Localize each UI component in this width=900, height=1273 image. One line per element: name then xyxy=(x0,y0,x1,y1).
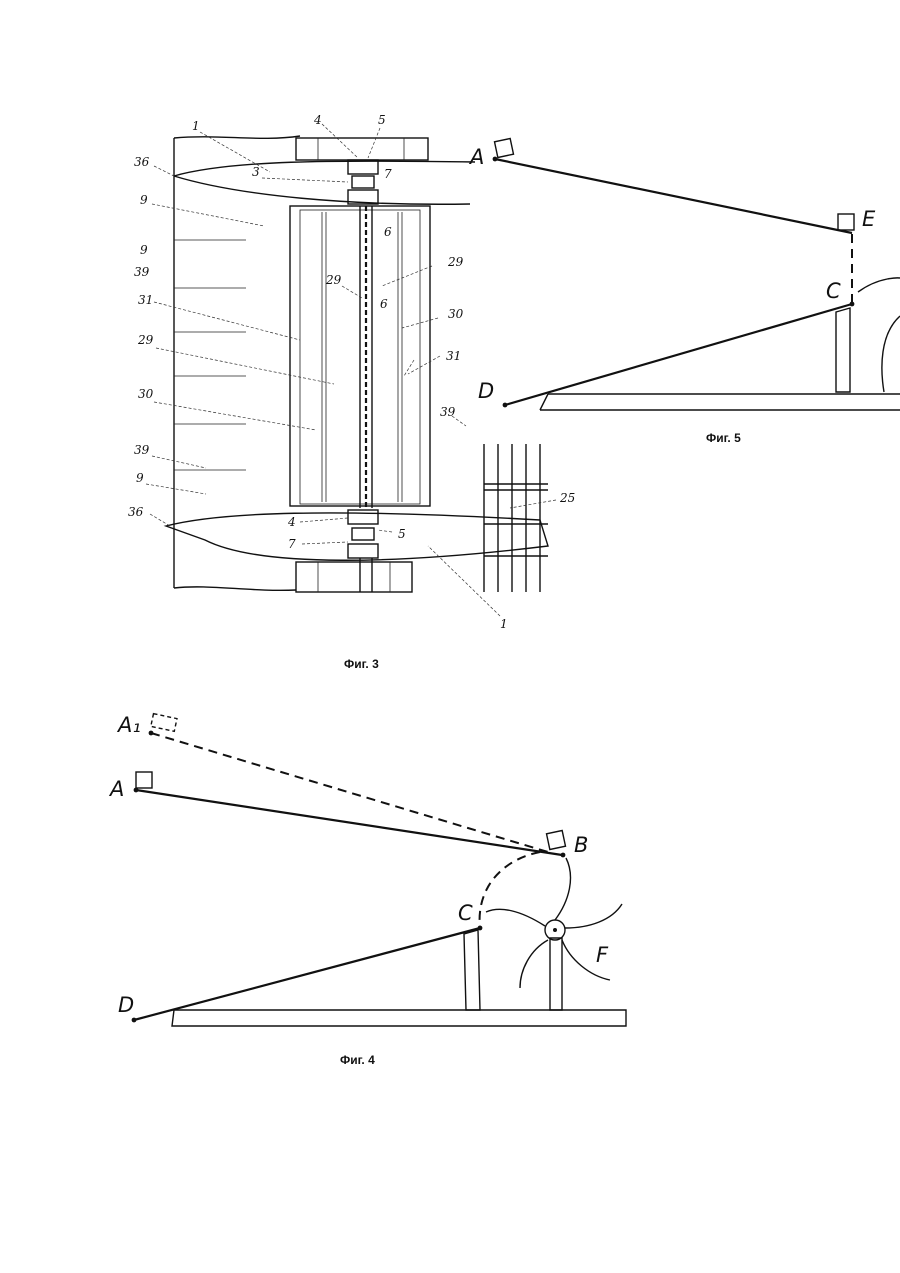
figure-4-caption: Фиг. 4 xyxy=(340,1053,375,1067)
ref-1-top: 1 xyxy=(192,119,200,133)
point-d-fig4: D xyxy=(118,993,134,1017)
point-a1: A₁ xyxy=(116,713,141,737)
point-a-fig4: A xyxy=(108,777,124,801)
point-b: B xyxy=(574,833,588,857)
ref-30-b: 30 xyxy=(138,387,154,401)
point-c-fig5: C xyxy=(826,279,841,303)
point-f: F xyxy=(596,943,609,967)
ref-29-b: 29 xyxy=(447,255,464,269)
point-e: E xyxy=(862,207,876,231)
ref-6-b: 6 xyxy=(380,297,388,311)
ref-5-top: 5 xyxy=(378,113,386,127)
figure-3: 1 4 5 36 3 7 9 6 9 39 29 29 31 6 30 29 3… xyxy=(128,113,575,671)
ref-9-a: 9 xyxy=(140,193,148,207)
point-d-fig5: D xyxy=(478,379,494,403)
figure-4: A₁ A B C D F Фиг. 4 xyxy=(108,713,626,1067)
ref-30-a: 30 xyxy=(448,307,464,321)
top-blade-upper-edge xyxy=(174,161,475,176)
ref-9-c: 9 xyxy=(136,471,144,485)
cable-c-d-fig5 xyxy=(505,304,852,405)
ref-4-top: 4 xyxy=(313,113,322,127)
rotor-blades xyxy=(486,858,622,988)
ref-4-bottom: 4 xyxy=(287,515,296,529)
ref-1-bottom: 1 xyxy=(500,617,508,631)
point-a-fig5: A xyxy=(468,145,484,169)
ref-36-top: 36 xyxy=(134,155,150,169)
ref-5-bottom: 5 xyxy=(398,527,406,541)
box-e xyxy=(838,214,854,230)
cable-a-e xyxy=(495,159,852,233)
base-fig4 xyxy=(172,1010,626,1026)
ref-39-c: 39 xyxy=(134,443,150,457)
box-a-fig5 xyxy=(495,139,514,158)
ref-7-bottom: 7 xyxy=(288,537,296,551)
ref-31-b: 31 xyxy=(446,349,461,363)
box-a-fig4 xyxy=(136,772,152,788)
dashed-b-c-arc xyxy=(480,852,540,928)
point-c-fig4: C xyxy=(458,901,473,925)
cable-a-b xyxy=(136,790,562,855)
bottom-blade xyxy=(166,513,548,560)
ref-25: 25 xyxy=(559,491,575,505)
ref-39-b: 39 xyxy=(440,405,456,419)
ref-39-a: 39 xyxy=(134,265,150,279)
figure-5: A E C D Фиг. 5 xyxy=(468,139,900,445)
post-f xyxy=(550,938,562,1010)
dashed-a1-b xyxy=(151,733,548,852)
ref-6-a: 6 xyxy=(384,225,392,239)
ref-7-top: 7 xyxy=(384,167,392,181)
ref-29-a: 29 xyxy=(325,273,342,287)
ref-3: 3 xyxy=(252,165,260,179)
box-a1 xyxy=(151,714,177,732)
cable-c-d-fig4 xyxy=(134,928,480,1020)
ref-9-b: 9 xyxy=(140,243,148,257)
post-c xyxy=(464,930,480,1010)
post-fig5 xyxy=(836,308,850,392)
figure-5-caption: Фиг. 5 xyxy=(706,431,741,445)
box-b xyxy=(547,831,566,850)
top-blade-lower-edge xyxy=(174,176,470,204)
ref-29-c: 29 xyxy=(137,333,154,347)
figure-3-caption: Фиг. 3 xyxy=(344,657,379,671)
ref-36-bottom: 36 xyxy=(128,505,144,519)
ref-31-a: 31 xyxy=(138,293,153,307)
